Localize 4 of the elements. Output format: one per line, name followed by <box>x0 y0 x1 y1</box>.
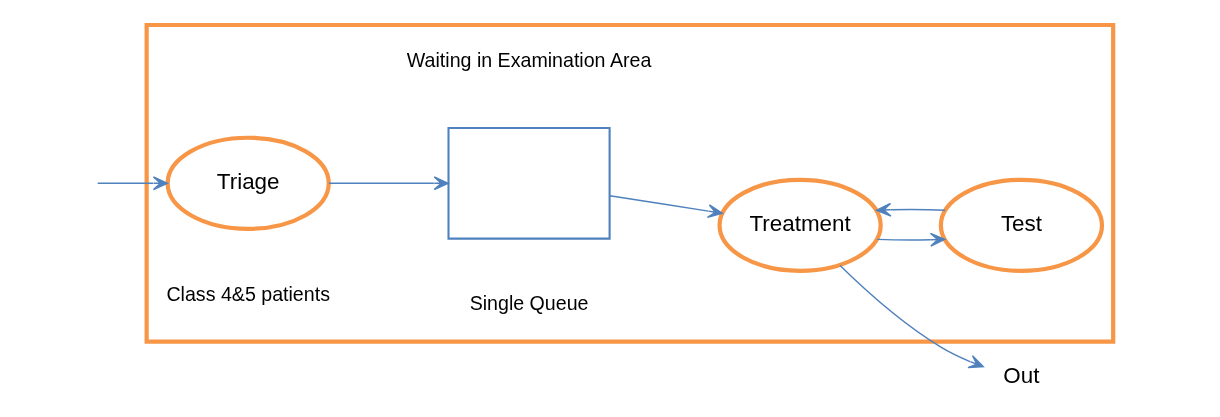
node-text: Out <box>1002 363 1039 389</box>
node-label: Single Queue <box>469 292 588 315</box>
node-label: Class 4&5 patients <box>165 282 330 305</box>
node-label: Waiting in Examination Area <box>406 48 651 71</box>
